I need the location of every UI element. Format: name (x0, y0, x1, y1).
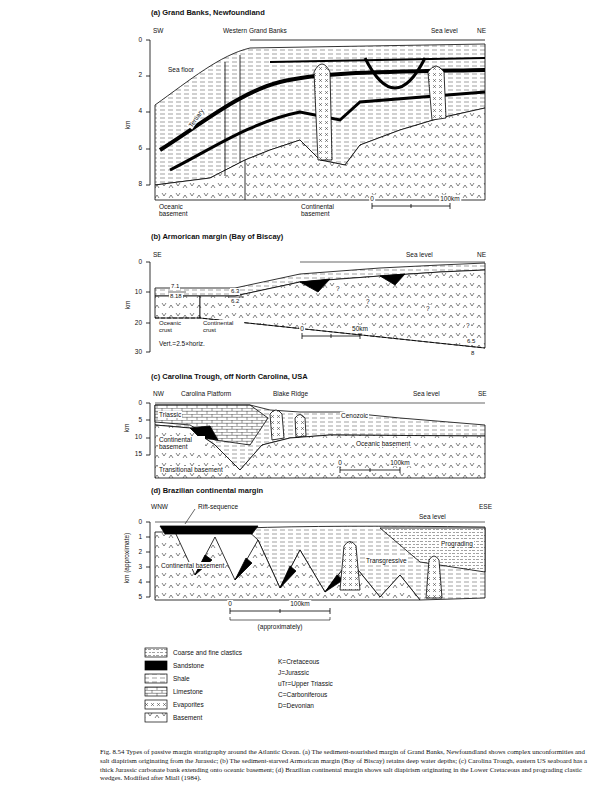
scale-note: (approximately) (257, 623, 304, 630)
unit-label: Transgressive (365, 557, 408, 564)
axis-tick: 30 (134, 348, 143, 355)
axis-tick: 8 (137, 180, 143, 187)
scale-label: 50km (351, 325, 369, 332)
legend-swatch (145, 661, 167, 670)
axis-unit: km (124, 120, 131, 131)
legend-swatch (145, 674, 167, 683)
direction-label: SE (152, 251, 163, 258)
direction-label: NW (152, 390, 165, 397)
unit-label: Tertiary (186, 106, 205, 129)
age-key: C=Carboniferous (277, 691, 328, 698)
sea-level-label: Sea level (405, 251, 434, 258)
scale-label: 100km (389, 459, 411, 466)
direction-label: NE (476, 251, 487, 258)
axis-tick: 0 (137, 258, 143, 265)
scale-label: 0 (337, 459, 343, 466)
legend-swatch (145, 687, 167, 696)
axis-unit: km (approximate) (123, 532, 130, 585)
legend-text: Basement (172, 714, 203, 721)
scale-note: Vert.=2.5×horiz. (158, 340, 206, 347)
axis-tick: 0 (137, 36, 143, 43)
scale-label: 0 (369, 195, 375, 202)
crust-label: Oceanic crust (158, 320, 192, 333)
feature-label: Sea floor (167, 66, 195, 73)
axis-tick: 5 (137, 416, 143, 423)
unit-label: Cenozoic (340, 412, 369, 419)
sea-level-label: Sea level (412, 390, 441, 397)
figure-caption: Fig. 8.54 Types of passive margin strati… (100, 748, 590, 783)
panel-title: (a) Grand Banks, Newfoundland (150, 9, 266, 17)
age-key: J=Jurassic (277, 669, 310, 676)
velocity-value: 6.5 (466, 338, 476, 345)
crust-label: Continental crust (202, 320, 244, 333)
axis-unit: km (124, 300, 131, 311)
age-key: uTr=Upper Triassic (277, 680, 334, 687)
velocity-value: 8.18 (169, 293, 183, 300)
direction-label: SW (152, 27, 164, 34)
age-key: D=Devonian (277, 702, 315, 709)
region-label: Blake Ridge (272, 390, 309, 397)
query-mark: ? (335, 285, 341, 292)
basement-label: Oceanic basement (158, 203, 200, 217)
velocity-value: 7.1 (170, 283, 180, 290)
legend-swatch (145, 648, 167, 657)
axis-tick: 5 (137, 593, 143, 600)
age-key: K=Cretaceous (277, 658, 320, 665)
query-mark: ? (365, 298, 371, 305)
axis-tick: 0 (137, 399, 143, 406)
axis-tick: 10 (134, 288, 143, 295)
direction-label: SE (477, 390, 488, 397)
legend-text: Evaporites (172, 701, 205, 708)
basement-label: Continental basement (160, 562, 225, 569)
scale-label: 100km (439, 195, 461, 202)
axis-tick: 20 (134, 319, 143, 326)
legend-text: Limestone (172, 688, 204, 695)
legend-swatch (145, 713, 167, 722)
unit-label: Triassic (158, 411, 182, 418)
axis-tick: 3 (137, 563, 143, 570)
direction-label: NE (476, 27, 487, 34)
sea-level-label: Sea level (430, 27, 459, 34)
axis-unit: km (123, 423, 130, 434)
scale-label: 100km (289, 600, 311, 607)
axis-tick: 4 (137, 578, 143, 585)
axis-tick: 15 (134, 450, 143, 457)
legend-text: Coarse and fine clastics (172, 649, 243, 656)
direction-label: WNW (150, 503, 169, 510)
velocity-value: 6.2 (230, 298, 240, 305)
unit-label: Prograding (440, 540, 474, 547)
unit-label: Rift-sequence (197, 503, 239, 510)
region-label: Carolina Platform (180, 390, 232, 397)
axis-tick: 2 (137, 71, 143, 78)
velocity-value: 6.3 (230, 288, 240, 295)
legend-text: Shale (172, 675, 191, 682)
basement-label: Continental basement (158, 436, 205, 450)
region-label: Western Grand Banks (222, 27, 288, 34)
basement-label: Oceanic basement (355, 440, 411, 447)
query-mark: ? (425, 305, 431, 312)
velocity-value: 8 (470, 350, 475, 357)
sea-level-label: Sea level (418, 513, 447, 520)
legend-swatch (145, 700, 167, 709)
axis-tick: 6 (137, 144, 143, 151)
legend-text: Sandstone (172, 662, 205, 669)
axis-tick: 2 (137, 548, 143, 555)
basement-label: Continental basement (300, 203, 352, 217)
axis-tick: 0 (137, 518, 143, 525)
panel-title: (b) Armorican margin (Bay of Biscay) (150, 233, 284, 241)
axis-tick: 10 (134, 433, 143, 440)
panel-title: (d) Brazilian continental margin (150, 487, 264, 495)
axis-tick: 1 (137, 533, 143, 540)
direction-label: ESE (478, 503, 493, 510)
panel-title: (c) Carolina Trough, off North Carolina,… (150, 373, 309, 381)
scale-label: 0 (299, 325, 305, 332)
basement-label: Transitional basement (158, 466, 224, 473)
axis-tick: 4 (137, 107, 143, 114)
query-mark: ? (465, 322, 471, 329)
scale-label: 0 (227, 600, 233, 607)
